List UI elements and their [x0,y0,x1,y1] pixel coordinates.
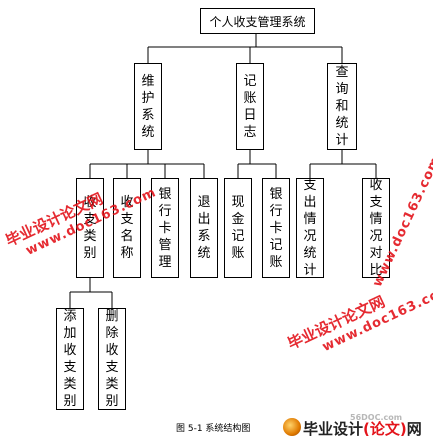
module-query: 查询和统计 [327,63,357,150]
function-bankcard-label: 银行卡管理 [158,186,172,270]
subfunction-delete: 删除收支类别 [98,308,126,410]
function-compare-label: 收支情况对比 [369,178,383,278]
function-compare: 收支情况对比 [362,178,390,278]
subfunction-delete-label: 删除收支类别 [105,309,119,409]
module-maintain-label: 维护系统 [141,73,155,140]
logo-icon [283,418,301,436]
root-node: 个人收支管理系统 [200,8,315,34]
function-cash: 现金记账 [224,178,252,278]
function-exit: 退出系统 [190,178,218,278]
function-bank: 银行卡记账 [262,178,290,278]
logo-text-paren: (论文) [363,420,407,438]
function-exit-label: 退出系统 [197,195,211,261]
module-maintain: 维护系统 [134,63,162,150]
function-cash-label: 现金记账 [231,195,245,261]
module-query-label: 查询和统计 [335,65,349,148]
logo-url: 56DOC.com [350,413,403,422]
figure-caption: 图 5-1 系统结构图 [176,424,251,434]
function-expense: 支出情况统计 [296,178,324,278]
subfunction-add: 添加收支类别 [56,308,84,410]
subfunction-add-label: 添加收支类别 [63,309,77,409]
function-bankcard: 银行卡管理 [151,178,179,278]
function-category: 收支类别 [76,178,104,278]
module-log-label: 记账日志 [243,73,257,140]
function-name: 收支名称 [113,178,141,278]
logo-text-main: 毕业设计 [303,420,364,438]
module-log: 记账日志 [236,63,264,150]
function-category-label: 收支类别 [83,195,97,261]
site-logo: 毕业设计(论文)网 [303,418,422,439]
function-bank-label: 银行卡记账 [269,186,283,270]
root-label: 个人收支管理系统 [209,14,306,29]
function-name-label: 收支名称 [120,195,134,261]
function-expense-label: 支出情况统计 [303,178,317,278]
logo-text-end: 网 [406,420,422,438]
